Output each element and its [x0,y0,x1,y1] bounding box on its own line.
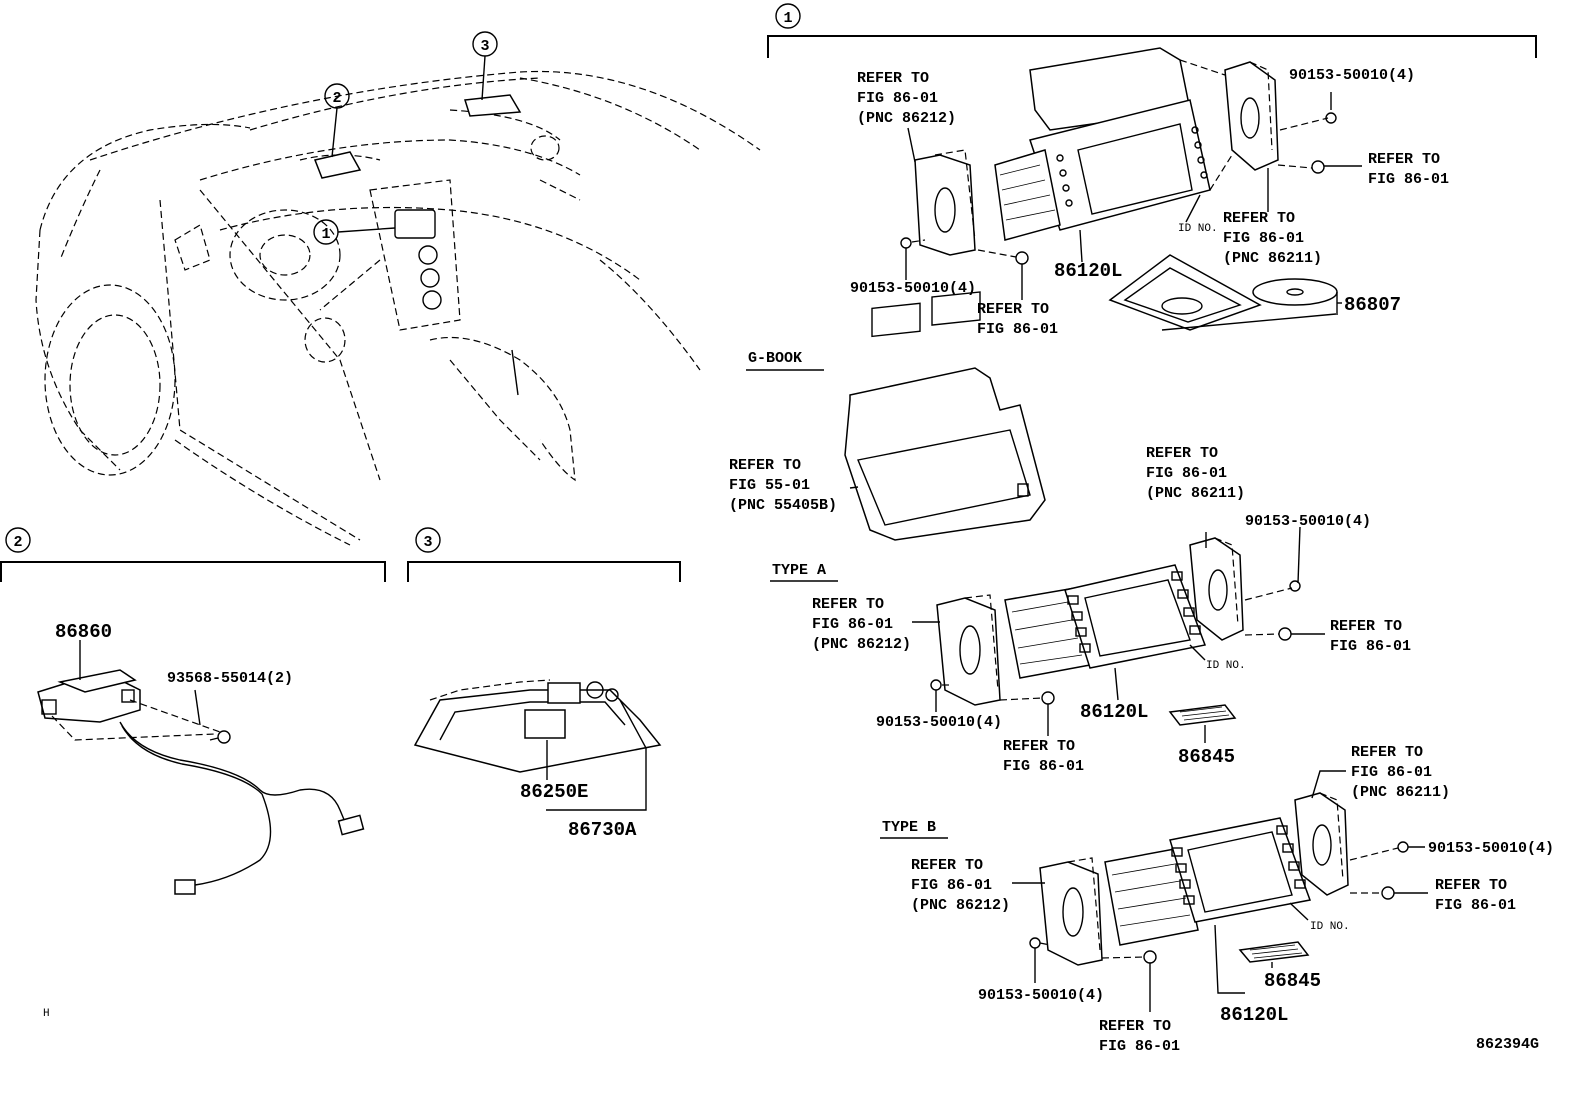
callout-number: 1 [321,226,330,243]
refer-line: FIG 86-01 [911,877,992,894]
head-unit-section1 [900,47,1362,331]
s1-refer-mid-right: REFER TO FIG 86-01 (PNC 86211) [1223,210,1322,267]
refer-line: FIG 86-01 [1146,465,1227,482]
s1-bolt-lower-left: 90153-50010(4) [850,280,976,297]
type-a-drawing [912,526,1325,743]
s1-refer-right: REFER TO FIG 86-01 [1368,151,1449,188]
refer-line: REFER TO [857,70,929,87]
s1-id-no: ID NO. [1178,223,1218,235]
s2-part-86860: 86860 [55,621,112,643]
type-b-button-column [1171,825,1306,905]
refer-line: (PNC 55405B) [729,497,837,514]
corner-mark: H [43,1008,50,1020]
refer-line: FIG 86-01 [1435,897,1516,914]
vehicle-interior-illustration [35,55,761,546]
s1-refer-lower: REFER TO FIG 86-01 [977,301,1058,338]
refer-line: (PNC 86212) [812,636,911,653]
section-3-header: 3 [407,527,681,582]
section-number: 2 [13,534,22,551]
refer-line: REFER TO [911,857,983,874]
section-2-header: 2 [0,527,386,582]
refer-line: REFER TO [977,301,1049,318]
refer-line: REFER TO [1223,210,1295,227]
refer-line: REFER TO [1146,445,1218,462]
type-b-refer-left: REFER TO FIG 86-01 (PNC 86212) [911,857,1010,914]
refer-line: REFER TO [729,457,801,474]
refer-line: REFER TO [812,596,884,613]
refer-line: REFER TO [1099,1018,1171,1035]
refer-line: FIG 86-01 [857,90,938,107]
type-b-bolt-top: 90153-50010(4) [1428,840,1554,857]
callout-number: 2 [332,90,341,107]
refer-line: REFER TO [1330,618,1402,635]
type-b-part-86845: 86845 [1264,970,1321,992]
type-a-part-86845: 86845 [1178,746,1235,768]
section-number: 3 [423,534,432,551]
type-b-refer-right: REFER TO FIG 86-01 [1435,877,1516,914]
callout-1-car: 1 [313,219,339,245]
type-a-refer-left: REFER TO FIG 86-01 (PNC 86212) [812,596,911,653]
refer-line: FIG 55-01 [729,477,810,494]
type-a-label: TYPE A [772,562,826,579]
type-a-id-no: ID NO. [1206,660,1246,672]
type-a-bolt-bottom: 90153-50010(4) [876,714,1002,731]
refer-line: REFER TO [1003,738,1075,755]
section-1-header: 1 [767,3,1537,58]
callout-number: 3 [480,38,489,55]
type-a-button-column [1067,571,1201,653]
refer-line: FIG 86-01 [1368,171,1449,188]
refer-line: (PNC 86211) [1351,784,1450,801]
type-a-part-86120L: 86120L [1080,701,1148,723]
s1-part-86807: 86807 [1344,294,1401,316]
s1-bolt-top-right: 90153-50010(4) [1289,67,1415,84]
type-b-id-no: ID NO. [1310,921,1350,933]
section-number: 1 [783,10,792,27]
type-b-bolt-bottom: 90153-50010(4) [978,987,1104,1004]
type-b-refer-bottom: REFER TO FIG 86-01 [1099,1018,1180,1055]
type-a-refer-top: REFER TO FIG 86-01 (PNC 86211) [1146,445,1245,502]
callout-2-car: 2 [324,83,350,109]
refer-line: FIG 86-01 [812,616,893,633]
refer-line: FIG 86-01 [1223,230,1304,247]
s3-part-86730A: 86730A [568,819,637,841]
refer-line: REFER TO [1368,151,1440,168]
type-a-refer-bottom: REFER TO FIG 86-01 [1003,738,1084,775]
gbook-refer: REFER TO FIG 55-01 (PNC 55405B) [729,457,837,514]
refer-line: FIG 86-01 [1003,758,1084,775]
section-2-drawing [37,640,365,895]
type-b-drawing [1012,770,1428,1012]
gbook-title: G-BOOK [746,350,824,371]
refer-line: (PNC 86211) [1223,250,1322,267]
figure-id: 862394G [1476,1036,1539,1053]
type-b-label: TYPE B [882,819,936,836]
refer-line: FIG 86-01 [977,321,1058,338]
type-a-refer-right: REFER TO FIG 86-01 [1330,618,1411,655]
callout-3-car: 3 [472,31,498,57]
type-a-title: TYPE A [770,562,838,582]
button-dots [1056,126,1208,207]
type-a-bolt-top: 90153-50010(4) [1245,513,1371,530]
refer-line: FIG 86-01 [1351,764,1432,781]
section-3-drawing [413,679,662,811]
s1-part-86120L: 86120L [1054,260,1122,282]
refer-line: (PNC 86211) [1146,485,1245,502]
s2-bolt: 93568-55014(2) [167,670,293,687]
refer-line: (PNC 86212) [911,897,1010,914]
refer-line: FIG 86-01 [1330,638,1411,655]
refer-line: REFER TO [1435,877,1507,894]
s1-refer-upper-left: REFER TO FIG 86-01 (PNC 86212) [857,70,956,127]
gbook-label: G-BOOK [748,350,802,367]
gbook-bezel-drawing [844,291,1046,541]
type-b-refer-top: REFER TO FIG 86-01 (PNC 86211) [1351,744,1450,801]
s3-part-86250E: 86250E [520,781,588,803]
type-b-part-86120L: 86120L [1220,1004,1288,1026]
type-b-title: TYPE B [880,819,948,839]
refer-line: FIG 86-01 [1099,1038,1180,1055]
refer-line: REFER TO [1351,744,1423,761]
refer-line: (PNC 86212) [857,110,956,127]
